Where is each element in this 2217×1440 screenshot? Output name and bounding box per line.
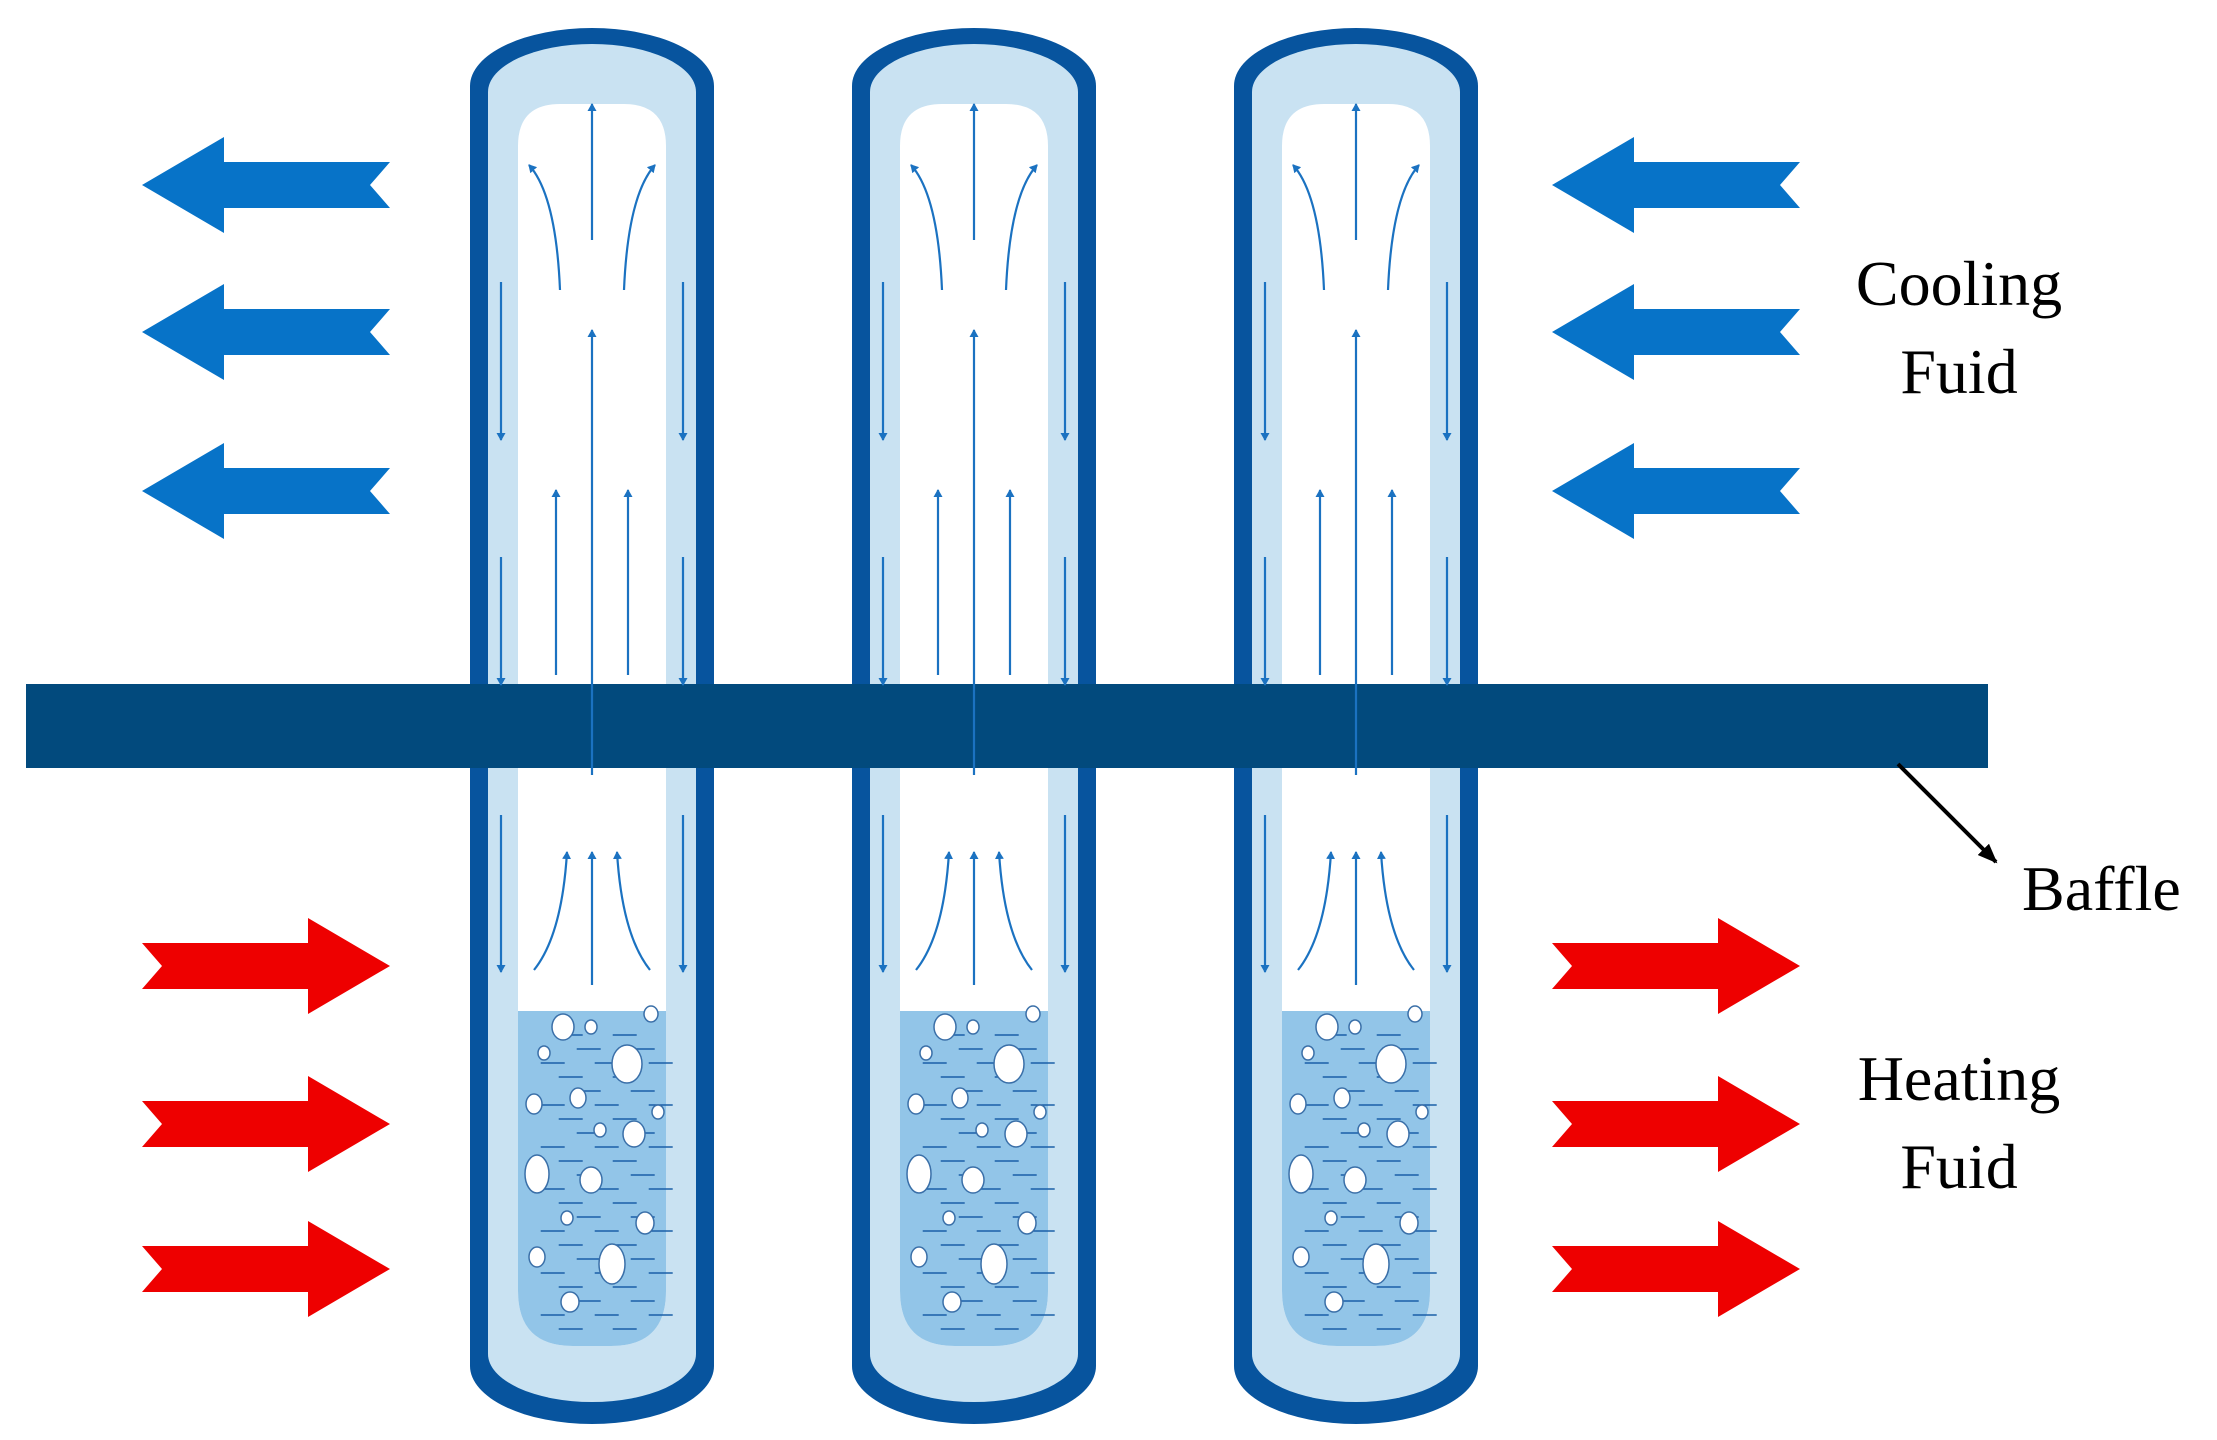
cooling-fluid-arrow-left: [142, 443, 390, 539]
external-fluid-arrows: [142, 137, 1800, 1317]
baffle-pointer-arrow: [1896, 762, 1998, 864]
vapor-bubble: [1415, 1104, 1429, 1120]
vapor-bubble: [584, 1019, 598, 1035]
vapor-bubble: [906, 1154, 932, 1194]
vapor-bubble: [919, 1045, 933, 1061]
vapor-bubble: [1004, 1120, 1028, 1148]
vapor-bubble: [1292, 1246, 1310, 1268]
vapor-bubble: [942, 1210, 956, 1226]
vapor-bubble: [1357, 1122, 1371, 1138]
vapor-bubble: [961, 1166, 985, 1194]
vapor-bubble: [1348, 1019, 1362, 1035]
vapor-bubble: [1301, 1045, 1315, 1061]
heating-fluid-arrow-left: [142, 918, 390, 1014]
baffle-plate: [26, 684, 1988, 768]
vapor-spread-arrow: [622, 164, 656, 291]
tube-1: [470, 28, 714, 1424]
vapor-bubble: [622, 1120, 646, 1148]
vapor-bubble: [593, 1122, 607, 1138]
vapor-bubble: [951, 1087, 969, 1109]
vapor-bubble: [1017, 1211, 1037, 1235]
cooling-fluid-label-line1: Cooling: [1856, 248, 2062, 319]
vapor-spread-arrow: [1292, 164, 1326, 291]
vapor-bubble: [551, 1013, 575, 1041]
vapor-bubble: [643, 1005, 659, 1023]
vapor-bubble: [635, 1211, 655, 1235]
vapor-bubble: [560, 1210, 574, 1226]
vapor-bubble: [1386, 1120, 1410, 1148]
tube-3-flow: [1260, 103, 1452, 985]
heating-fluid-label-line1: Heating: [1858, 1043, 2061, 1114]
heating-fluid-label-line2: Fuid: [1900, 1131, 2017, 1202]
vapor-spread-arrow: [910, 164, 944, 291]
boiling-vapor-arrow: [612, 851, 651, 971]
cooling-fluid-arrow-right: [1552, 137, 1800, 233]
vapor-bubble: [569, 1087, 587, 1109]
vapor-bubble: [1315, 1013, 1339, 1041]
vapor-bubble: [933, 1013, 957, 1041]
cooling-fluid-arrow-right: [1552, 284, 1800, 380]
heating-fluid-arrow-right: [1552, 1221, 1800, 1317]
cooling-fluid-arrow-right: [1552, 443, 1800, 539]
cooling-fluid-arrow-left: [142, 284, 390, 380]
heating-fluid-arrow-right: [1552, 1076, 1800, 1172]
baffle-layer: [26, 684, 1988, 768]
heating-fluid-arrow-left: [142, 1221, 390, 1317]
vapor-spread-arrow: [528, 164, 562, 291]
vapor-bubble: [1375, 1044, 1407, 1084]
vapor-bubble: [1324, 1210, 1338, 1226]
vapor-bubble: [1033, 1104, 1047, 1120]
vapor-bubble: [1324, 1291, 1344, 1313]
boiling-vapor-arrow: [1297, 851, 1336, 971]
vapor-bubble: [1289, 1093, 1307, 1115]
boiling-vapor-arrow: [994, 851, 1033, 971]
boiling-vapor-arrow: [915, 851, 954, 971]
vapor-bubble: [525, 1093, 543, 1115]
vapor-bubble: [560, 1291, 580, 1313]
vapor-bubble: [1362, 1243, 1390, 1285]
vapor-bubble: [1399, 1211, 1419, 1235]
vapor-bubble: [1025, 1005, 1041, 1023]
cooling-fluid-arrow-left: [142, 137, 390, 233]
cooling-fluid-label-line2: Fuid: [1900, 336, 2017, 407]
vapor-spread-arrow: [1004, 164, 1038, 291]
vapor-bubble: [910, 1246, 928, 1268]
vapor-bubble: [942, 1291, 962, 1313]
vapor-bubble: [537, 1045, 551, 1061]
vapor-bubble: [1407, 1005, 1423, 1023]
vapor-bubble: [975, 1122, 989, 1138]
vapor-bubble: [598, 1243, 626, 1285]
vapor-bubble: [1343, 1166, 1367, 1194]
tube-1-flow: [496, 103, 688, 985]
tube-2-flow: [878, 103, 1070, 985]
vapor-bubble: [980, 1243, 1008, 1285]
vapor-spread-arrow: [1386, 164, 1420, 291]
vapor-bubble: [1333, 1087, 1351, 1109]
vapor-bubble: [651, 1104, 665, 1120]
heating-fluid-arrow-right: [1552, 918, 1800, 1014]
vapor-bubble: [1288, 1154, 1314, 1194]
heating-fluid-arrow-left: [142, 1076, 390, 1172]
baffle-label: Baffle: [2022, 853, 2181, 924]
vapor-bubble: [528, 1246, 546, 1268]
boiling-vapor-arrow: [533, 851, 572, 971]
vapor-bubble: [524, 1154, 550, 1194]
vapor-bubble: [966, 1019, 980, 1035]
vapor-bubble: [993, 1044, 1025, 1084]
boiling-vapor-arrow: [1376, 851, 1415, 971]
internal-flow-arrows: [496, 103, 1452, 985]
vapor-bubble: [579, 1166, 603, 1194]
vapor-bubble: [907, 1093, 925, 1115]
vapor-bubble: [611, 1044, 643, 1084]
